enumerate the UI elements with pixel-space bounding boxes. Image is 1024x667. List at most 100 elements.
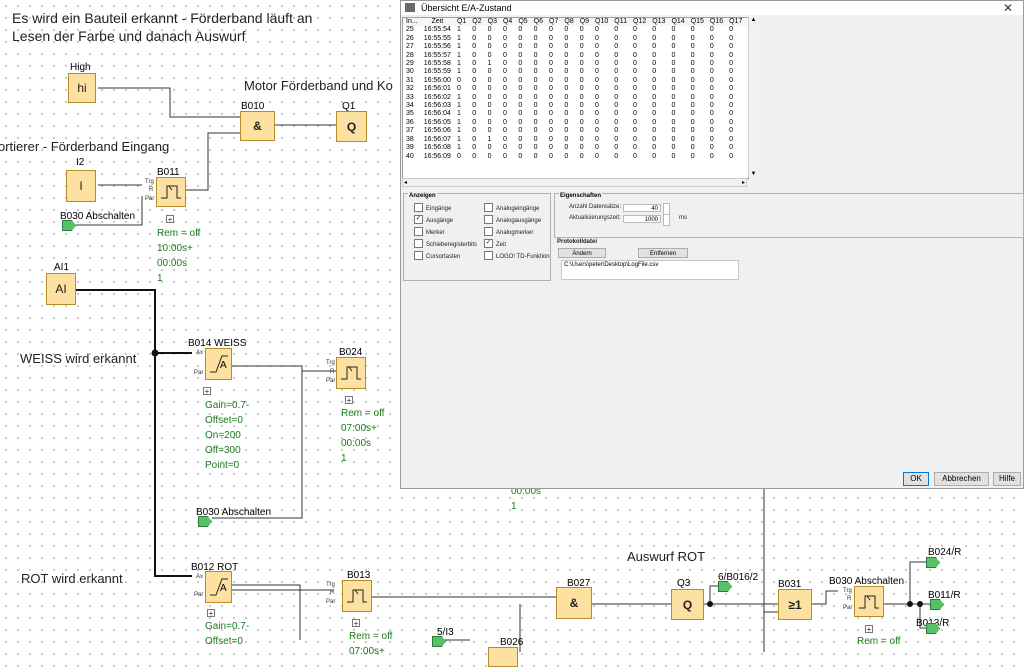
and-block-b010[interactable]: & [240, 111, 275, 141]
table-vertical-scrollbar[interactable]: ▲ ▼ [748, 17, 758, 177]
or-block-b031[interactable]: ≥1 [778, 589, 812, 620]
column-header[interactable]: Zeit [420, 18, 454, 27]
connector-flag-icon[interactable] [930, 599, 944, 610]
checkbox-icon[interactable] [414, 227, 423, 236]
table-cell: 0 [518, 26, 523, 34]
and-block-b027[interactable]: & [556, 587, 592, 619]
checkbox-icon[interactable] [484, 251, 493, 260]
column-header[interactable]: Q2 [469, 18, 485, 27]
table-cell: 16:55:57 [423, 51, 451, 59]
checkbox-icon[interactable] [414, 239, 423, 248]
expand-b011-icon[interactable]: + [166, 215, 174, 224]
table-cell: 1 [456, 60, 461, 68]
analog-threshold-b014[interactable]: A [205, 348, 232, 380]
pin-trg3: Trg [326, 582, 335, 588]
dialog-titlebar[interactable]: Übersicht E/A-Zustand ✕ [401, 1, 1023, 15]
column-header[interactable]: Q11 [611, 18, 630, 27]
connector-flag-icon[interactable] [926, 557, 940, 568]
checkbox-merker[interactable]: Merker [414, 227, 445, 237]
connector-flag-icon[interactable] [432, 636, 446, 647]
column-header[interactable]: Q16 [706, 18, 727, 27]
input-i2-block[interactable]: I [66, 170, 96, 202]
akt-spinner[interactable] [663, 214, 670, 226]
connector-flag-icon[interactable] [926, 623, 940, 634]
table-cell: 28 [406, 51, 414, 59]
analog-threshold-b012[interactable]: A [205, 571, 232, 603]
column-header[interactable]: Q [745, 18, 748, 27]
table-cell: 0 [729, 60, 734, 68]
checkbox-icon[interactable] [484, 227, 493, 236]
checkbox-icon[interactable] [484, 215, 493, 224]
timer-block-b013[interactable] [342, 580, 372, 612]
column-header[interactable]: In... [403, 18, 421, 27]
expand-b024-icon[interactable]: + [345, 396, 353, 405]
hilfe-button[interactable]: Hilfe [993, 472, 1021, 486]
checkbox-logo-td-funktion[interactable]: LOGO! TD-Funktion [484, 251, 550, 261]
table-cell: 33 [406, 93, 414, 101]
checkmark-icon[interactable]: ✓ [414, 215, 423, 224]
high-block[interactable]: hi [68, 73, 96, 103]
column-header[interactable]: Q14 [668, 18, 688, 27]
connector-flag-icon[interactable] [62, 220, 76, 231]
column-header[interactable]: Q10 [592, 18, 612, 27]
expand-b014-icon[interactable]: + [203, 387, 211, 396]
checkmark-icon[interactable]: ✓ [484, 239, 493, 248]
column-header[interactable]: Q4 [499, 18, 516, 27]
scroll-down-icon[interactable]: ▼ [750, 171, 757, 177]
scroll-right-icon[interactable]: ▸ [741, 180, 745, 186]
checkbox-schieberegisterbits[interactable]: Schieberegisterbits [414, 239, 478, 249]
scroll-left-icon[interactable]: ◂ [404, 180, 408, 186]
pin-trg4: Trg [843, 588, 852, 594]
aendern-button[interactable]: Ändern [558, 248, 606, 258]
block-b026[interactable] [488, 647, 518, 667]
checkbox-analogmerker[interactable]: Analogmerker [484, 227, 533, 237]
column-header[interactable]: Q3 [484, 18, 500, 27]
akt-input[interactable]: 1000 [623, 215, 661, 223]
checkbox-icon[interactable] [414, 251, 423, 260]
column-header[interactable]: Q9 [576, 18, 593, 27]
analog-input-ai1-block[interactable]: AI [46, 273, 76, 305]
table-cell: 0 [652, 102, 657, 110]
checkbox-label: Eingänge [426, 206, 452, 213]
column-header[interactable]: Q15 [687, 18, 707, 27]
timer-block-b024[interactable] [336, 357, 366, 389]
column-header[interactable]: Q17 [726, 18, 746, 27]
checkbox-analogeingänge[interactable]: Analogeingänge [484, 203, 539, 213]
column-header[interactable]: Q8 [561, 18, 577, 27]
checkbox-cursortasten[interactable]: Cursortasten [414, 251, 460, 261]
close-icon[interactable]: ✕ [1002, 1, 1013, 15]
expand-b012-icon[interactable]: + [207, 609, 215, 618]
anzahl-input[interactable]: 40 [623, 204, 661, 212]
logfile-path-field[interactable]: C:\Users\peter\Desktop\LogFile.csv [561, 260, 739, 280]
abbrechen-button[interactable]: Abbrechen [934, 472, 989, 486]
expand-b013-icon[interactable]: + [352, 619, 360, 628]
table-cell: 0 [549, 144, 553, 152]
column-header[interactable]: Q13 [649, 18, 669, 27]
ok-button[interactable]: OK [903, 472, 929, 486]
connector-flag-icon[interactable] [198, 516, 212, 527]
entfernen-button[interactable]: Entfernen [638, 248, 688, 258]
checkbox-icon[interactable] [414, 203, 423, 212]
scroll-up-icon[interactable]: ▲ [750, 17, 757, 23]
expand-b030-icon[interactable]: + [865, 625, 873, 634]
checkbox-label: Schieberegisterbits [426, 242, 478, 249]
connector-flag-icon[interactable] [718, 581, 732, 592]
column-header[interactable]: Q5 [515, 18, 531, 27]
checkbox-icon[interactable] [484, 203, 493, 212]
checkbox-zeit[interactable]: ✓Zeit [484, 239, 506, 249]
column-header[interactable]: Q7 [546, 18, 562, 27]
table-cell: 0 [614, 110, 619, 118]
output-q3-block[interactable]: Q [671, 589, 704, 620]
comment-title-2: Lesen der Farbe und danach Auswurf [12, 28, 246, 44]
timer-block-b011[interactable] [156, 177, 186, 207]
table-horizontal-scrollbar[interactable]: ◂ ▸ [402, 178, 747, 187]
output-q1-block[interactable]: Q [336, 111, 367, 142]
column-header[interactable]: Q6 [530, 18, 546, 27]
timer-block-b030[interactable] [854, 586, 884, 617]
checkbox-ausgänge[interactable]: ✓Ausgänge [414, 215, 453, 225]
checkbox-eingänge[interactable]: Eingänge [414, 203, 452, 213]
checkbox-analogausgänge[interactable]: Analogausgänge [484, 215, 541, 225]
column-header[interactable]: Q1 [453, 18, 470, 27]
column-header[interactable]: Q12 [629, 18, 650, 27]
